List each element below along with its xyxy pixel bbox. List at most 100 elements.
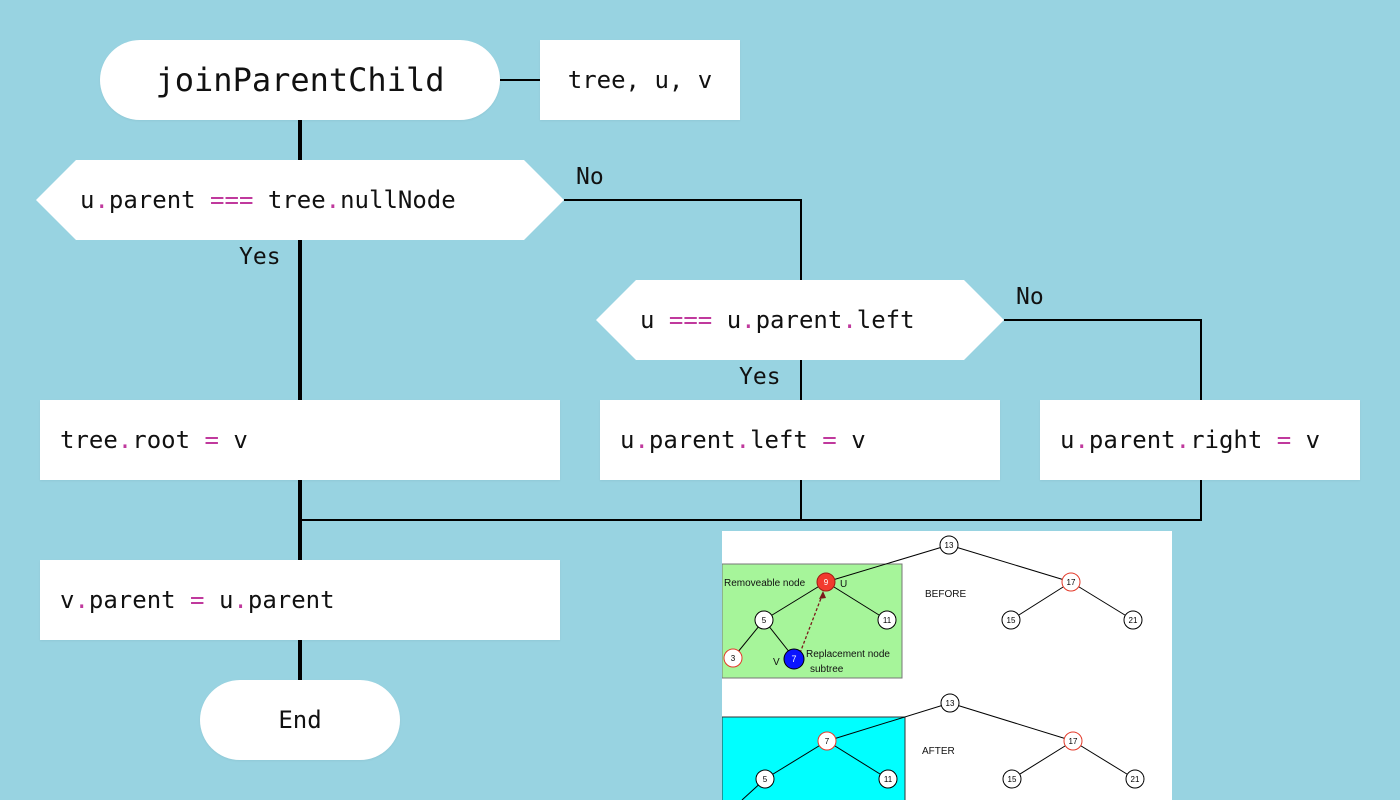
before-node-15: 15 xyxy=(1001,610,1021,630)
svg-text:15: 15 xyxy=(1008,775,1017,784)
action-v-parent: v.parent = u.parent xyxy=(40,560,560,640)
ar-p3: = xyxy=(190,426,234,454)
aR-p4: right xyxy=(1190,426,1263,454)
ap-p5: . xyxy=(233,586,248,614)
action-parent-right: u.parent.right = v xyxy=(1040,400,1360,480)
al-p1: . xyxy=(634,426,649,454)
decision2-shape xyxy=(596,280,1004,360)
al-p2: parent xyxy=(648,426,736,454)
ap-p3: = xyxy=(175,586,219,614)
aR-p2: parent xyxy=(1088,426,1176,454)
d2-p1: === xyxy=(654,306,727,334)
svg-text:7: 7 xyxy=(825,737,830,746)
aR-p1: . xyxy=(1074,426,1089,454)
result-highlight xyxy=(722,716,906,800)
after-node-17: 17 xyxy=(1063,731,1083,751)
u-label: U xyxy=(840,579,847,590)
svg-text:13: 13 xyxy=(946,699,955,708)
svg-text:15: 15 xyxy=(1007,616,1016,625)
svg-text:17: 17 xyxy=(1069,737,1078,746)
ar-p2: root xyxy=(132,426,191,454)
end-label: End xyxy=(278,706,322,734)
d1-p6: nullNode xyxy=(340,186,456,214)
removeable-highlight xyxy=(722,563,903,679)
aR-p5: = xyxy=(1262,426,1306,454)
after-node-15: 15 xyxy=(1002,769,1022,789)
after-label: AFTER xyxy=(922,746,955,757)
action-tree-root: tree.root = v xyxy=(40,400,560,480)
svg-text:9: 9 xyxy=(824,578,829,587)
svg-text:3: 3 xyxy=(731,654,736,663)
al-p4: left xyxy=(750,426,808,454)
after-node-5: 5 xyxy=(755,769,775,789)
svg-text:11: 11 xyxy=(884,775,893,784)
before-node-5: 5 xyxy=(754,610,774,630)
replacement-label-2: subtree xyxy=(810,664,844,675)
decision1-text: u.parent === tree.nullNode xyxy=(80,160,456,240)
ap-p1: . xyxy=(74,586,89,614)
d1-p1: . xyxy=(94,186,109,214)
decision2-no-label: No xyxy=(1016,284,1044,310)
decision1-yes-label: Yes xyxy=(239,244,281,270)
after-node-11: 11 xyxy=(878,769,898,789)
decision2-text: u === u.parent.left xyxy=(640,280,915,360)
svg-text:21: 21 xyxy=(1129,616,1138,625)
tree-illustration-svg: 13 9 17 5 11 15 21 3 7 13 7 17 5 11 15 2… xyxy=(722,535,1145,800)
after-node-7: 7 xyxy=(817,731,837,751)
ar-p4: v xyxy=(233,426,248,454)
start-terminal: joinParentChild xyxy=(100,40,500,120)
aR-p3: . xyxy=(1175,426,1191,454)
aR-p6: v xyxy=(1305,426,1321,454)
tree-illustration: 13 9 17 5 11 15 21 3 7 13 7 17 5 11 15 2… xyxy=(722,531,1172,800)
svg-text:13: 13 xyxy=(945,541,954,550)
svg-text:11: 11 xyxy=(883,616,892,625)
decision2-yes-label: Yes xyxy=(739,364,781,390)
d2-p2: u xyxy=(726,306,742,334)
ap-p6: parent xyxy=(247,586,335,614)
d2-p4: parent xyxy=(755,306,843,334)
after-node-13: 13 xyxy=(940,693,960,713)
d2-p3: . xyxy=(741,306,756,334)
svg-text:17: 17 xyxy=(1067,578,1076,587)
al-p0: u xyxy=(620,426,635,454)
start-label: joinParentChild xyxy=(155,61,445,99)
decision1-no-label: No xyxy=(576,164,604,190)
d1-p4: tree xyxy=(267,186,326,214)
end-terminal: End xyxy=(200,680,400,760)
before-node-21: 21 xyxy=(1123,610,1143,630)
d2-p6: left xyxy=(856,306,915,334)
aR-p0: u xyxy=(1060,426,1075,454)
svg-text:5: 5 xyxy=(762,616,767,625)
d2-p5: . xyxy=(842,306,857,334)
removeable-node-label: Removeable node xyxy=(724,578,806,589)
before-node-17: 17 xyxy=(1061,572,1081,592)
decision1-shape xyxy=(36,160,564,240)
d1-p5: . xyxy=(325,186,341,214)
al-p3: . xyxy=(735,426,751,454)
replacement-label-1: Replacement node xyxy=(806,649,890,660)
ap-p2: parent xyxy=(88,586,176,614)
params-box: tree, u, v xyxy=(540,40,740,120)
svg-text:5: 5 xyxy=(763,775,768,784)
d2-p0: u xyxy=(640,306,655,334)
ar-p0: tree xyxy=(60,426,118,454)
before-node-7: 7 xyxy=(783,648,805,670)
ap-p0: v xyxy=(60,586,75,614)
action-parent-left: u.parent.left = v xyxy=(600,400,1000,480)
before-node-11: 11 xyxy=(877,610,897,630)
ap-p4: u xyxy=(218,586,234,614)
before-node-9: 9 xyxy=(816,572,836,592)
before-node-13: 13 xyxy=(939,535,959,555)
svg-text:7: 7 xyxy=(791,654,796,664)
d1-p2: parent xyxy=(108,186,196,214)
svg-text:21: 21 xyxy=(1131,775,1140,784)
v-label: V xyxy=(773,657,780,668)
before-label: BEFORE xyxy=(925,589,966,600)
ar-p1: . xyxy=(117,426,133,454)
params-label: tree, u, v xyxy=(567,66,713,94)
before-node-3: 3 xyxy=(723,648,743,668)
d1-p0: u xyxy=(80,186,95,214)
after-node-21: 21 xyxy=(1125,769,1145,789)
al-p5: = xyxy=(807,426,852,454)
